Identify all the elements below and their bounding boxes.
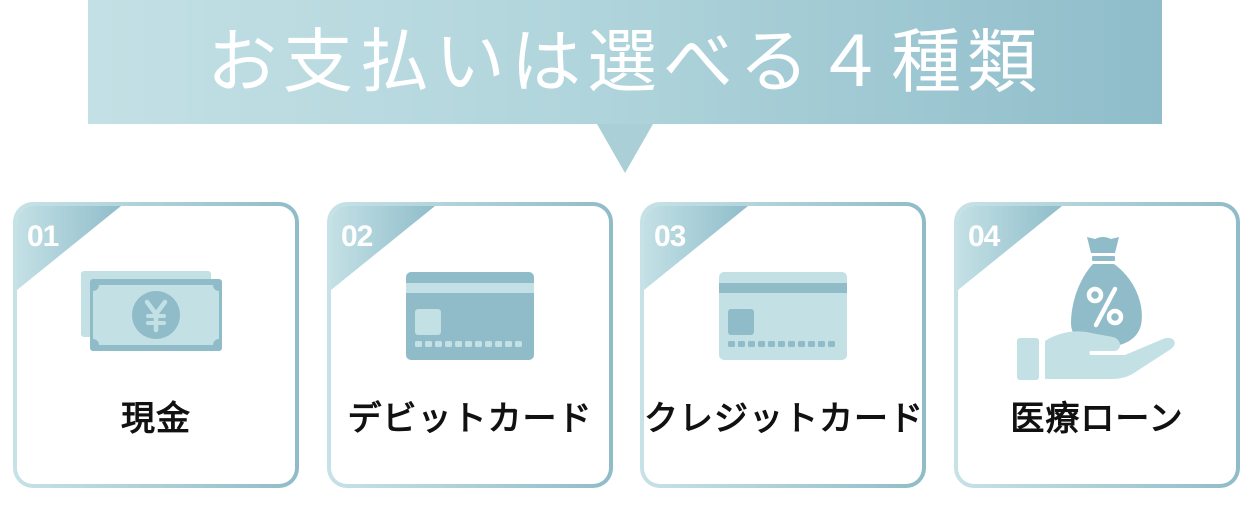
card-number: 04 — [968, 220, 1000, 253]
card-number: 03 — [654, 220, 686, 253]
payment-card-debit: 02 — [327, 202, 613, 488]
banner-pointer-arrow — [597, 124, 653, 173]
credit-card-icon — [644, 246, 922, 386]
card-number: 02 — [341, 220, 373, 253]
banner-title: お支払いは選べる４種類 — [207, 21, 1043, 103]
header-banner: お支払いは選べる４種類 — [88, 0, 1162, 124]
loan-money-bag-hand-icon — [958, 232, 1236, 382]
debit-card-icon — [331, 246, 609, 386]
payment-card-cash: 01 現金 — [13, 202, 299, 488]
payment-card-credit: 03 — [640, 202, 926, 488]
card-label: デビットカード — [347, 399, 593, 439]
card-label: 現金 — [121, 399, 191, 439]
card-number: 01 — [27, 220, 59, 253]
card-label: クレジットカード — [644, 399, 922, 439]
payment-card-medical-loan: 04 医療ローン — [954, 202, 1240, 488]
card-label: 医療ローン — [1010, 399, 1184, 439]
cash-yen-icon — [17, 246, 295, 386]
